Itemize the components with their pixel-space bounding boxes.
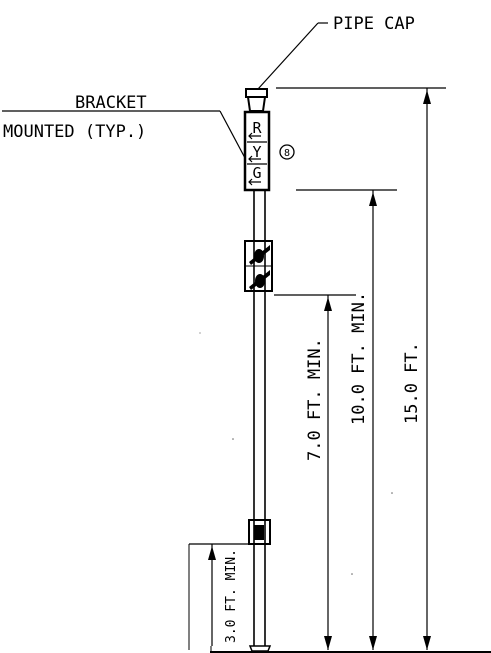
pipe-cap-leader (257, 22, 319, 90)
note-bubble-number: 8 (284, 148, 290, 159)
signal-y-letter: Y (252, 143, 261, 161)
push-button-box (248, 519, 271, 545)
dimension-15ft: 15.0 FT. (276, 87, 446, 650)
dimension-3ft: 3.0 FT. MIN. (188, 543, 249, 650)
drawing-specks (199, 332, 393, 575)
signal-g-letter: G (252, 164, 261, 182)
bracket-label-line2: MOUNTED (TYP.) (3, 122, 146, 142)
dim-10ft-label: 10.0 FT. MIN. (349, 292, 369, 425)
dim-3ft-label: 3.0 FT. MIN. (224, 549, 239, 643)
signal-head: R Y G (243, 110, 271, 192)
dim-15ft-label: 15.0 FT. (402, 342, 422, 424)
dimension-7ft: 7.0 FT. MIN. (274, 294, 356, 650)
dimension-10ft: 10.0 FT. MIN. (296, 189, 397, 650)
pipe-cap (245, 88, 268, 112)
note-bubble: 8 (279, 144, 295, 160)
bracket-label-line1: BRACKET (75, 93, 147, 113)
pedestrian-sign (244, 240, 273, 292)
signal-r-letter: R (252, 119, 262, 137)
dim-7ft-label: 7.0 FT. MIN. (305, 338, 325, 461)
bracket-leader (219, 110, 246, 159)
pipe-cap-label: PIPE CAP (333, 14, 415, 34)
